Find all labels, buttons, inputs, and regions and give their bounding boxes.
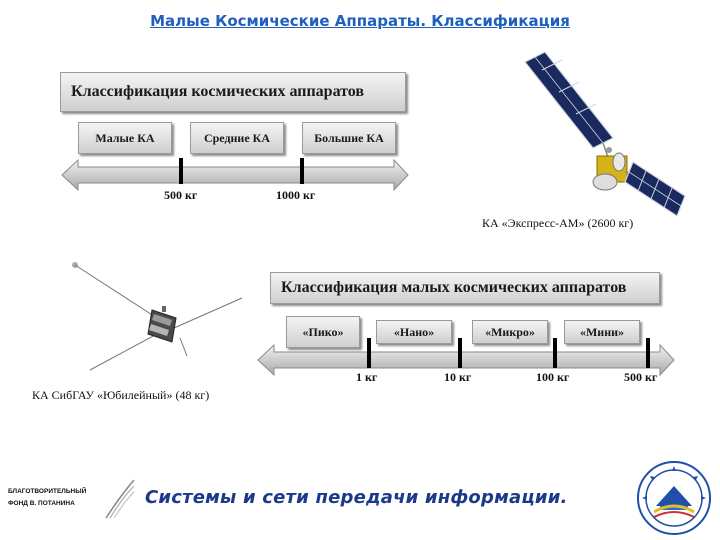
category-medium-label: Средние КА xyxy=(203,130,271,145)
course-title: Системы и сети передачи информации. xyxy=(145,487,568,508)
fund-line-1: БЛАГОТВОРИТЕЛЬНЫЙ xyxy=(8,488,87,495)
small-mass-scale-arrow xyxy=(257,338,675,376)
category-micro: «Микро» xyxy=(472,320,548,344)
potanin-fund-logo: БЛАГОТВОРИТЕЛЬНЫЙ ФОНД В. ПОТАНИНА xyxy=(8,478,138,520)
threshold-1000: 1000 кг xyxy=(276,188,316,202)
category-mini-label: «Мини» xyxy=(579,324,625,339)
satellite-body xyxy=(592,147,628,191)
yubileyny-caption: КА СибГАУ «Юбилейный» (48 кг) xyxy=(32,388,210,402)
emblem-roof xyxy=(656,486,692,506)
university-emblem-logo xyxy=(637,461,711,535)
yubileyny-satellite-image xyxy=(72,262,243,371)
category-large: Большие КА xyxy=(302,122,396,154)
threshold-100kg: 100 кг xyxy=(536,370,570,384)
category-nano-label: «Нано» xyxy=(393,324,435,339)
express-caption: КА «Экспресс-АМ» (2600 кг) xyxy=(482,216,634,230)
yubileyny-body xyxy=(147,306,177,343)
solar-panel-upper xyxy=(524,51,614,149)
fund-line-2: ФОНД В. ПОТАНИНА xyxy=(8,500,75,507)
small-classification-header: Классификация малых космических аппарато… xyxy=(270,272,660,304)
category-small-label: Малые КА xyxy=(95,130,155,145)
small-arrow-body xyxy=(257,343,675,376)
slide-title: Малые Космические Аппараты. Классификаци… xyxy=(150,12,570,30)
solar-panel-lower xyxy=(624,161,686,217)
category-pico: «Пико» xyxy=(286,316,360,348)
mass-scale-arrow xyxy=(61,158,409,192)
fund-swoosh-icon xyxy=(105,479,135,519)
category-small: Малые КА xyxy=(78,122,172,154)
threshold-500: 500 кг xyxy=(164,188,198,202)
category-pico-label: «Пико» xyxy=(302,324,344,339)
arrow-body xyxy=(61,158,409,192)
classification-header-text: Классификация космических аппаратов xyxy=(71,83,365,100)
category-nano: «Нано» xyxy=(376,320,452,344)
small-classification-header-text: Классификация малых космических аппарато… xyxy=(281,279,627,296)
category-large-label: Большие КА xyxy=(314,130,384,145)
express-satellite-image xyxy=(505,50,688,220)
threshold-1kg: 1 кг xyxy=(356,370,378,384)
threshold-500kg: 500 кг xyxy=(624,370,658,384)
classification-header: Классификация космических аппаратов xyxy=(60,72,406,112)
tick-500 xyxy=(179,158,183,184)
tick-500kg xyxy=(646,338,650,368)
tick-100kg xyxy=(553,338,557,368)
category-medium: Средние КА xyxy=(190,122,284,154)
threshold-10kg: 10 кг xyxy=(444,370,472,384)
tick-1kg xyxy=(367,338,371,368)
category-mini: «Мини» xyxy=(564,320,640,344)
tick-10kg xyxy=(458,338,462,368)
category-micro-label: «Микро» xyxy=(485,324,535,339)
tick-1000 xyxy=(300,158,304,184)
